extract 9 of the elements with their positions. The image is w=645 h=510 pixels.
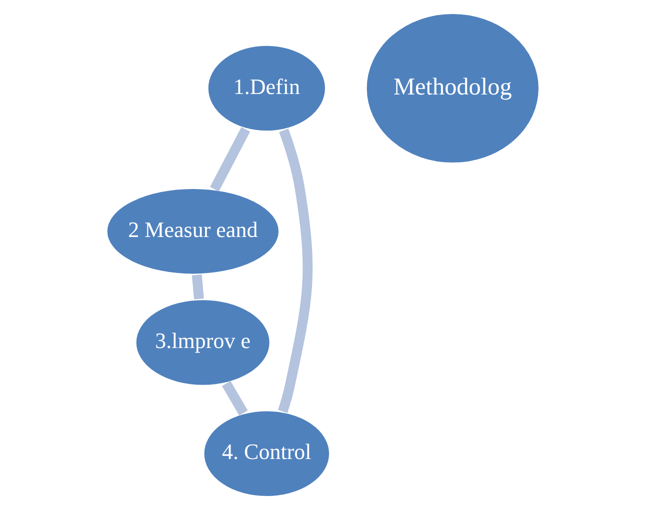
node-ellipse: 3.lmprov e	[134, 298, 272, 388]
connector	[191, 274, 204, 300]
node-ellipse: Methodolog	[364, 12, 540, 165]
node-ellipse: 4. Control	[202, 409, 331, 498]
node-ellipse: 2 Measur eand	[104, 186, 280, 276]
connector	[221, 381, 248, 416]
connector	[210, 127, 250, 192]
node-ellipse: 1.Defin	[206, 44, 327, 133]
connector	[277, 128, 312, 413]
